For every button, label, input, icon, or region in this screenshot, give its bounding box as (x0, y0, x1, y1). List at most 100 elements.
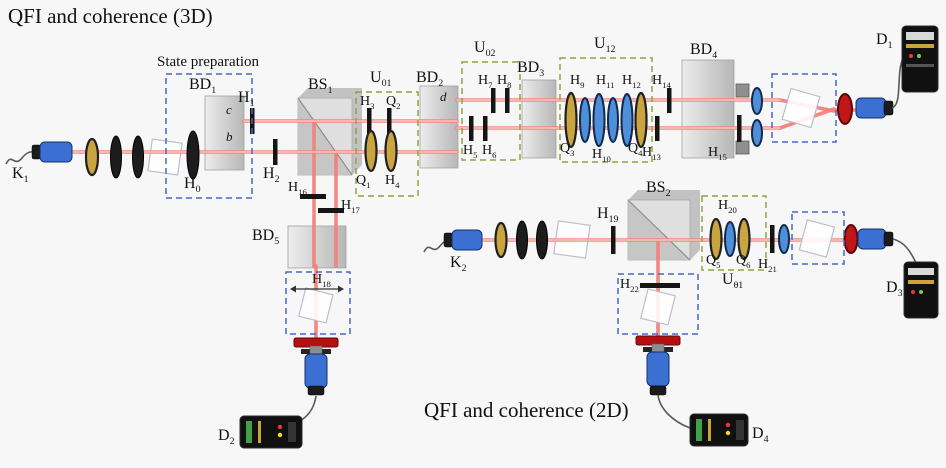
label-h20: H20 (718, 198, 737, 215)
bs1-prism (297, 88, 362, 176)
label-bs1: BS1 (308, 76, 333, 97)
label-d3: D3 (886, 279, 903, 300)
label-port-c: c (226, 102, 232, 117)
label-bd4: BD4 (690, 41, 718, 62)
h8-waveplate (505, 88, 510, 113)
collection-lens-top (751, 87, 763, 115)
label-u01: U01 (370, 69, 392, 90)
label-h6: H6 (482, 143, 497, 160)
detection-box-d2 (285, 271, 351, 335)
lens-2d-2 (536, 220, 548, 260)
q2-waveplate (387, 108, 392, 134)
optical-elements (5, 25, 939, 449)
analyzer-plate-d4 (640, 288, 676, 326)
u12-box (559, 57, 653, 163)
analyzer-plate-d3 (798, 219, 836, 258)
fiber-coupler-k2 (443, 229, 483, 251)
label-k2: K2 (450, 254, 467, 275)
title-2d: QFI and coherence (2D) (424, 398, 629, 422)
label-q3: Q3 (560, 141, 575, 158)
label-bd2: BD2 (416, 69, 444, 90)
analyzer-plate-d2 (298, 287, 334, 324)
label-q5: Q5 (706, 253, 721, 270)
input-waveplate-2d (494, 221, 508, 259)
h5-waveplate (469, 116, 474, 141)
label-h11: H11 (596, 73, 615, 90)
bd1-block (204, 95, 245, 171)
group-boxes (165, 57, 845, 335)
input-waveplate-3d (84, 137, 100, 177)
h18-arrow-right (338, 285, 344, 293)
label-h16: H16 (288, 180, 307, 197)
bs2-prism (627, 190, 700, 261)
filter-d2 (293, 337, 339, 348)
label-h4: H4 (385, 173, 400, 190)
h14-waveplate (667, 88, 672, 113)
label-k1: K1 (12, 165, 29, 186)
h2-waveplate (273, 139, 278, 165)
label-h15: H15 (708, 145, 727, 162)
label-q1: Q1 (356, 173, 371, 190)
label-h22: H22 (620, 277, 639, 294)
detector-d1 (901, 25, 939, 93)
label-h12: H12 (622, 73, 641, 90)
label-q6: Q6 (736, 253, 751, 270)
fiber-coupler-k1 (31, 141, 73, 163)
h13-waveplate (655, 116, 660, 141)
collection-lens-d3 (778, 224, 790, 254)
filter-d3 (843, 224, 859, 254)
h19-waveplate (611, 226, 616, 254)
h11-waveplate (607, 97, 619, 143)
h0-waveplate (186, 130, 200, 180)
q1-waveplate (364, 129, 378, 173)
fiber-coupler-d3 (857, 228, 894, 250)
lens-3d-2 (132, 135, 144, 179)
label-h5: H5 (463, 143, 478, 160)
h7-waveplate (491, 88, 496, 113)
detector-d2 (239, 415, 303, 449)
u02-box (461, 61, 521, 161)
q3-waveplate (564, 91, 578, 149)
h17-waveplate (318, 208, 344, 213)
fiber-d4 (657, 394, 691, 429)
label-port-d: d (440, 89, 447, 104)
h16-waveplate (300, 194, 326, 199)
u01-box (355, 91, 419, 197)
h9-waveplate (579, 97, 591, 143)
detection-box-d1 (771, 73, 837, 143)
lens-3d-1 (110, 135, 122, 179)
filter-d4 (635, 335, 681, 346)
label-q2: Q2 (386, 94, 401, 111)
glass-cube-3d-input (147, 138, 183, 176)
port-block-top (735, 83, 750, 98)
label-h13: H13 (642, 145, 661, 162)
h22-waveplate (640, 283, 680, 288)
fiber-d3 (892, 238, 917, 264)
label-d4: D4 (752, 425, 769, 446)
h18-arrow-left (290, 285, 296, 293)
h21-waveplate (770, 225, 775, 253)
label-q4: Q4 (628, 141, 643, 158)
fiber-k1 (5, 150, 35, 165)
label-h1: H1 (238, 89, 255, 110)
label-port-b: b (226, 129, 233, 144)
h20-waveplate (724, 221, 736, 257)
q6-waveplate (737, 217, 751, 261)
label-h0: H0 (184, 175, 201, 196)
fiber-coupler-d2 (304, 345, 328, 396)
label-u12: U12 (594, 35, 616, 56)
label-h3: H3 (360, 94, 375, 111)
collection-lens-bottom (751, 119, 763, 147)
label-h10: H10 (592, 147, 611, 164)
label-utheta1: Uθ1 (722, 271, 744, 292)
label-h9: H9 (570, 73, 585, 90)
label-h7: H7 (478, 73, 493, 90)
label-state-preparation: State preparation (157, 54, 260, 70)
h15-waveplate (737, 115, 742, 142)
h6-waveplate (483, 116, 488, 141)
label-bd1: BD1 (189, 76, 217, 97)
q5-waveplate (709, 217, 723, 261)
label-h18: H18 (312, 272, 331, 289)
